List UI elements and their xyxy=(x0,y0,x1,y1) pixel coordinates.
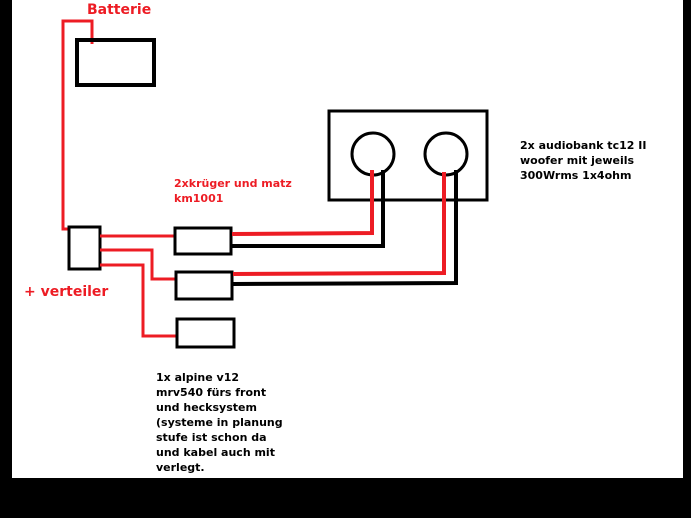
wire-amp1-positive xyxy=(231,170,374,236)
distributor-box xyxy=(67,225,102,271)
amp-alpine-box xyxy=(175,317,236,349)
amp-krueger-1-box xyxy=(173,226,233,256)
wire-amp2-positive xyxy=(232,172,446,276)
distributor-label: + verteiler xyxy=(24,284,109,300)
wire-distributor-to-alpine xyxy=(100,263,176,338)
woofer-2-circle xyxy=(423,131,469,177)
subwoofers-label: 2x audiobank tc12 II woofer mit jeweils … xyxy=(520,139,647,182)
alpine-amp-label: 1x alpine v12 mrv540 fürs front und heck… xyxy=(156,371,283,474)
subwoofer-enclosure-box xyxy=(327,109,489,202)
drawing-canvas xyxy=(12,0,683,478)
wire-battery-to-distributor xyxy=(61,19,94,231)
woofer-1-circle xyxy=(350,131,396,177)
amp-krueger-2-box xyxy=(174,270,234,301)
wire-amp1-ground xyxy=(232,170,385,248)
battery-label: Batterie xyxy=(87,2,152,18)
amps-label: 2xkrüger und matz km1001 xyxy=(174,177,292,205)
wire-amp2-ground xyxy=(232,170,458,286)
wire-distributor-to-amp2 xyxy=(100,248,175,281)
battery-box xyxy=(75,38,156,87)
